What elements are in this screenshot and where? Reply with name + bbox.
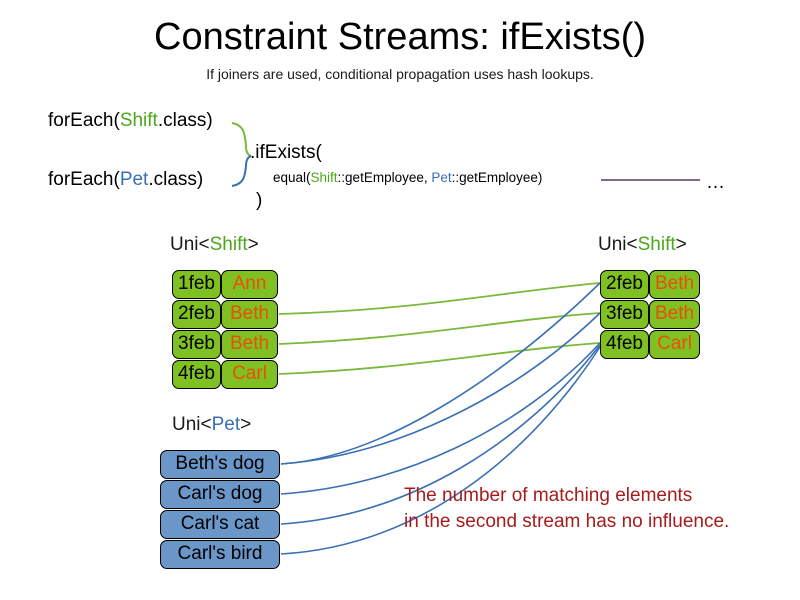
code-equal-suffix: ::getEmployee) (451, 170, 543, 185)
code-equal-joiner: equal(Shift::getEmployee, Pet::getEmploy… (273, 170, 542, 185)
code-foreach-shift: forEach(Shift.class) (48, 110, 213, 132)
left-row-0-value-text: Ann (232, 273, 267, 294)
link-blue-beths-dog-3feb (280, 312, 601, 465)
page-subtitle: If joiners are used, conditional propaga… (206, 66, 594, 82)
right-row-0-value: Beth (649, 270, 700, 299)
brace-lower-blue (231, 155, 252, 187)
left-row-2-key-text: 3feb (178, 333, 215, 354)
caption-right-suffix: > (675, 234, 687, 255)
right-row-0-key: 2feb (600, 270, 649, 299)
code-foreach-pet-suffix: .class) (148, 169, 204, 190)
left-row-1-value: Beth (221, 300, 278, 329)
link-green-2feb (278, 282, 601, 315)
left-row-0-value: Ann (221, 270, 278, 299)
left-row-3-value-text: Carl (232, 363, 267, 384)
code-foreach-shift-suffix: .class) (157, 110, 213, 131)
left-row-3-key-text: 4feb (178, 363, 215, 384)
code-foreach-pet-prefix: forEach( (48, 169, 120, 190)
link-blue-carls-dog-4feb (280, 342, 601, 495)
code-close-paren: ) (256, 190, 263, 211)
caption-pet-type: Pet (211, 414, 241, 435)
right-row-2-value-text: Carl (657, 333, 692, 354)
right-row-1-key: 3feb (600, 300, 649, 329)
pet-row-2-text: Carl's cat (180, 513, 260, 534)
left-row-3-key: 4feb (172, 360, 221, 389)
right-row-0-key-text: 2feb (606, 273, 643, 294)
caption-left-stream: Uni<Shift> (170, 234, 259, 256)
code-equal-type-pet: Pet (431, 170, 452, 185)
left-row-0-key-text: 1feb (178, 273, 215, 294)
code-type-pet: Pet (119, 169, 149, 190)
note-line-2: in the second stream has no influence. (404, 511, 730, 532)
pet-row-1: Carl's dog (160, 480, 280, 509)
code-foreach-shift-prefix: forEach( (48, 110, 120, 131)
brace-upper-green (231, 122, 252, 157)
code-equal-prefix: equal( (273, 170, 311, 185)
caption-left-prefix: Uni< (170, 234, 210, 255)
left-row-2-key: 3feb (172, 330, 221, 359)
pet-row-1-text: Carl's dog (177, 483, 263, 504)
pet-row-2: Carl's cat (160, 510, 280, 539)
caption-left-type: Shift (209, 234, 248, 255)
code-type-shift: Shift (119, 110, 158, 131)
note-line-1: The number of matching elements (404, 485, 693, 506)
left-row-3-value: Carl (221, 360, 278, 389)
code-equal-type-shift: Shift (310, 170, 338, 185)
left-row-1-value-text: Beth (229, 303, 270, 324)
left-row-2-value: Beth (221, 330, 278, 359)
caption-left-suffix: > (247, 234, 259, 255)
page-title: Constraint Streams: ifExists() (154, 16, 646, 58)
right-row-1-key-text: 3feb (606, 303, 643, 324)
left-row-1-key: 2feb (172, 300, 221, 329)
caption-pet-suffix: > (240, 414, 252, 435)
right-row-2-value: Carl (649, 330, 700, 359)
left-row-2-value-text: Beth (229, 333, 270, 354)
code-ellipsis: … (706, 172, 725, 193)
pet-row-0: Beth's dog (160, 450, 280, 479)
link-green-3feb (278, 312, 601, 345)
pet-row-0-text: Beth's dog (175, 453, 265, 474)
left-row-0-key: 1feb (172, 270, 221, 299)
link-blue-beths-dog-2feb (280, 282, 601, 465)
left-row-1-key-text: 2feb (178, 303, 215, 324)
right-row-0-value-text: Beth (654, 273, 695, 294)
right-row-1-value-text: Beth (654, 303, 695, 324)
right-row-1-value: Beth (649, 300, 700, 329)
caption-right-type: Shift (637, 234, 676, 255)
code-ifexists: .ifExists( (250, 142, 322, 163)
right-row-2-key: 4feb (600, 330, 649, 359)
caption-pet-stream: Uni<Pet> (172, 414, 251, 436)
right-row-2-key-text: 4feb (606, 333, 643, 354)
link-green-4feb (278, 342, 601, 375)
pet-row-3: Carl's bird (160, 540, 280, 569)
pet-row-3-text: Carl's bird (177, 543, 263, 564)
caption-right-stream: Uni<Shift> (598, 234, 687, 256)
caption-pet-prefix: Uni< (172, 414, 212, 435)
caption-right-prefix: Uni< (598, 234, 638, 255)
code-equal-mid: ::getEmployee, (337, 170, 432, 185)
code-foreach-pet: forEach(Pet.class) (48, 169, 203, 191)
